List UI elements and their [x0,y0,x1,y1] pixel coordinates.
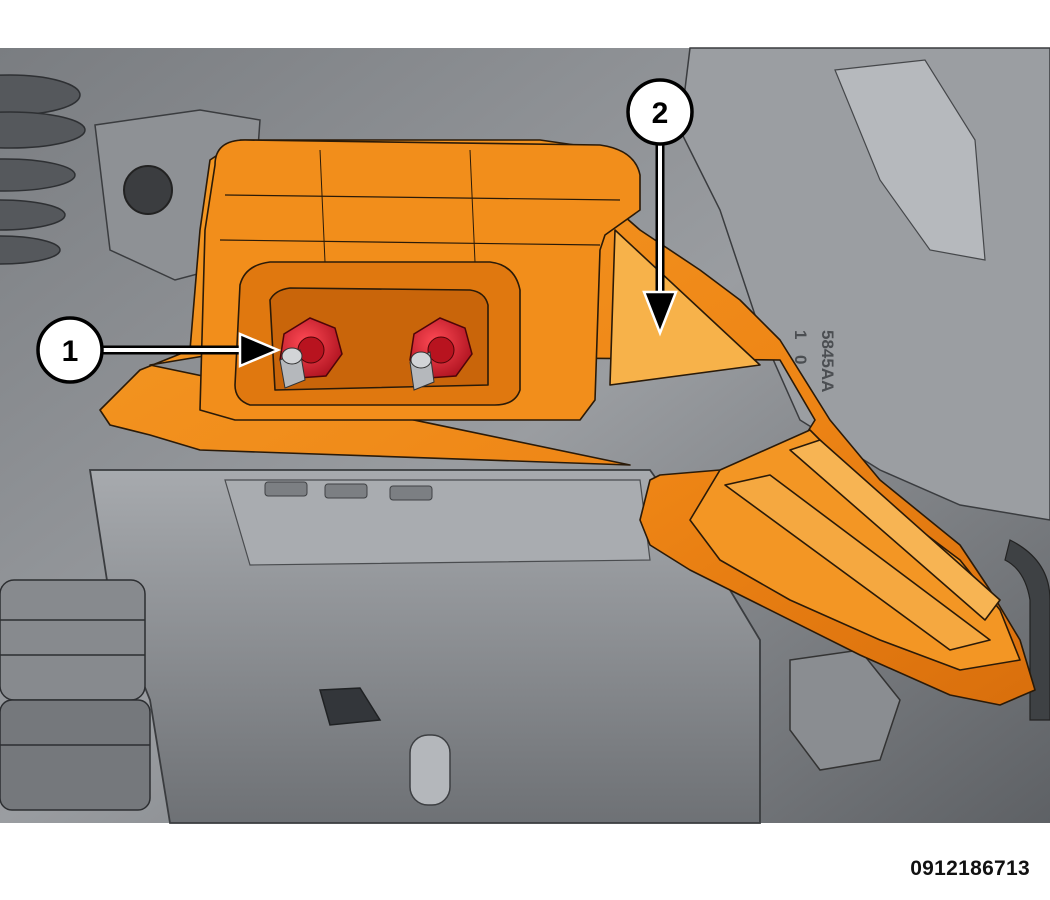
alternator [0,579,151,811]
shield-contour-1 [224,194,621,201]
callout-2: 2 [626,78,694,337]
callout-1-circle [36,316,104,384]
nut-right [409,317,473,391]
mount-pocket [319,687,382,726]
casting-rib [834,59,986,261]
mount-nuts [279,317,473,391]
bracket-hole [123,165,173,215]
callout-1-label: 1 [62,335,79,368]
figure-code: 0912186713 [910,857,1030,880]
mount-stud [409,734,451,806]
shield-gusset [609,229,761,386]
hose [1004,539,1050,721]
callout-2-label: 2 [652,97,669,130]
mount-pad [224,479,651,566]
casting-mark-2: 0 [791,355,810,364]
shield-rib-2 [789,439,1001,621]
mount-bumps [264,481,433,501]
shield-contour-4 [469,149,476,263]
heat-shield [99,139,1036,706]
nut-left [279,317,343,389]
shield-rib-1 [724,474,991,651]
pulley-stack [0,74,86,265]
casting-marks: 1 0 5845AA [791,330,837,392]
callout-1: 1 [36,316,282,384]
callout-2-arrowhead [642,290,678,337]
shield-contour-2 [219,239,601,246]
casting-mark-1: 1 [791,330,810,339]
shield-contour-3 [319,149,326,263]
callout-1-arrowhead [238,332,282,368]
casting-mark-3: 5845AA [818,330,837,392]
callout-2-circle [626,78,694,146]
